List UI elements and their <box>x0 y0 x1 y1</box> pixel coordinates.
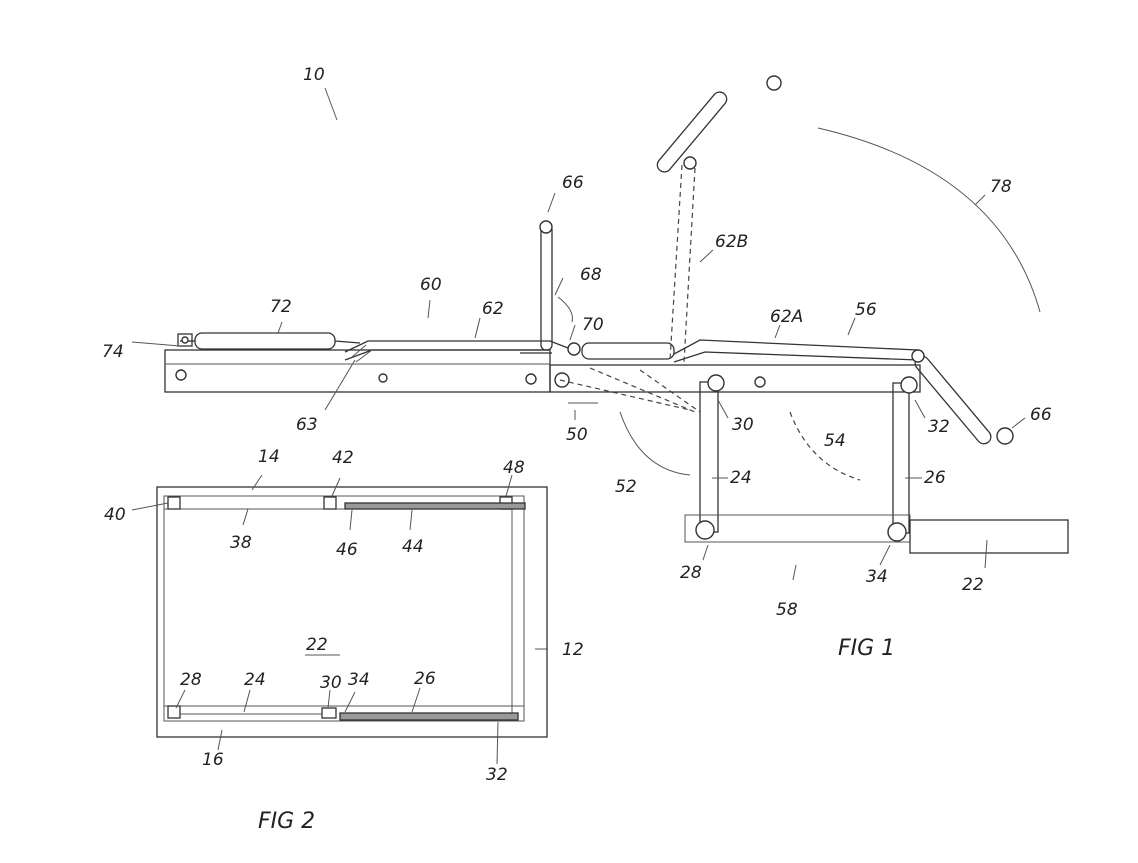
fig1-drawing <box>131 75 1069 581</box>
pivot-28-fig2 <box>167 705 181 719</box>
arc-arrow-54 <box>789 411 861 481</box>
label-26-fig1: 26 <box>924 468 946 488</box>
gas-strut-72 <box>194 332 336 350</box>
label-58: 58 <box>776 600 798 620</box>
label-34-fig1: 34 <box>866 567 888 587</box>
label-34-fig2: 34 <box>348 670 370 690</box>
pivot-circle <box>175 369 187 381</box>
label-32-fig2: 32 <box>486 765 508 785</box>
fig2-drawing <box>131 474 548 765</box>
strut-mount <box>177 333 193 347</box>
leg-26 <box>892 382 910 534</box>
label-38: 38 <box>230 533 252 553</box>
label-42: 42 <box>332 448 354 468</box>
label-40: 40 <box>104 505 126 525</box>
pivot-30-fig2 <box>321 707 337 719</box>
label-46: 46 <box>336 540 358 560</box>
pivot-28 <box>695 520 715 540</box>
frame-outline <box>156 486 548 738</box>
rail-44 <box>344 502 526 510</box>
label-78: 78 <box>990 177 1012 197</box>
label-62A: 62A <box>770 307 803 327</box>
base-58 <box>684 514 911 543</box>
label-44: 44 <box>402 537 424 557</box>
label-74: 74 <box>102 342 124 362</box>
label-30-fig2: 30 <box>320 673 342 693</box>
label-72: 72 <box>270 297 292 317</box>
pivot-34 <box>887 522 907 542</box>
label-62: 62 <box>482 299 504 319</box>
label-28-fig1: 28 <box>680 563 702 583</box>
pivot-32 <box>900 376 918 394</box>
rail-26 <box>339 712 519 721</box>
pivot-70 <box>567 342 581 356</box>
link-62 <box>344 340 569 353</box>
label-28-fig2: 28 <box>180 670 202 690</box>
label-66-right: 66 <box>1030 405 1052 425</box>
label-24-fig2: 24 <box>244 670 266 690</box>
label-32-fig1: 32 <box>928 417 950 437</box>
label-48: 48 <box>503 458 525 478</box>
inner-frame <box>163 495 525 722</box>
right-frame-rail <box>549 364 921 393</box>
pivot-40 <box>167 496 181 510</box>
label-52: 52 <box>615 477 637 497</box>
label-24-fig1: 24 <box>730 468 752 488</box>
lever-68 <box>540 224 553 351</box>
label-70: 70 <box>582 315 604 335</box>
link-62A <box>673 339 919 355</box>
label-54: 54 <box>824 431 846 451</box>
label-63: 63 <box>296 415 318 435</box>
pivot-42 <box>323 496 337 510</box>
cylinder <box>581 342 675 360</box>
left-frame-rail <box>164 349 551 393</box>
label-14: 14 <box>258 447 280 467</box>
leg-24 <box>699 381 719 533</box>
label-60: 60 <box>420 275 442 295</box>
label-22-fig2: 22 <box>306 635 328 655</box>
right-handle-arm <box>914 355 992 445</box>
pivot-30 <box>707 374 725 392</box>
label-22-fig1: 22 <box>962 575 984 595</box>
label-66-top: 66 <box>562 173 584 193</box>
label-16: 16 <box>202 750 224 770</box>
label-26-fig2: 26 <box>414 669 436 689</box>
label-68: 68 <box>580 265 602 285</box>
handle-66 <box>539 220 553 234</box>
raised-arm <box>656 91 728 173</box>
fig1-caption: FIG 1 <box>838 636 895 661</box>
label-12: 12 <box>562 640 584 660</box>
arc-arrow-78 <box>817 127 1041 313</box>
label-10: 10 <box>303 65 325 85</box>
label-30-fig1: 30 <box>732 415 754 435</box>
dashed-link-62B <box>669 164 683 361</box>
label-50: 50 <box>566 425 588 445</box>
label-62B: 62B <box>715 232 748 252</box>
label-56: 56 <box>855 300 877 320</box>
fig2-caption: FIG 2 <box>258 809 315 834</box>
base-extension-22 <box>909 519 1069 554</box>
arc-arrow-52 <box>619 411 691 476</box>
